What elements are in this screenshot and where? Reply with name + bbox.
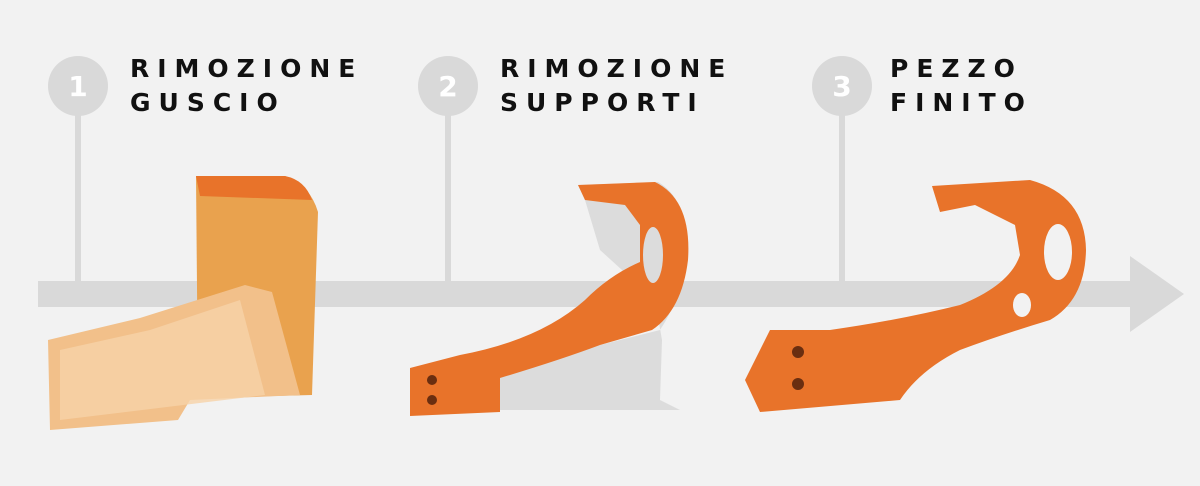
step-2-title: RIMOZIONE SUPPORTI (500, 52, 733, 120)
step-1-badge: 1 (48, 56, 108, 116)
part-with-supports-image (410, 182, 689, 416)
step-2-title-line2: SUPPORTI (500, 88, 705, 117)
step-3-badge: 3 (812, 56, 872, 116)
step-2-badge: 2 (418, 56, 478, 116)
step-1-title-line2: GUSCIO (130, 88, 286, 117)
part-with-shell-image (48, 176, 318, 430)
step-3-connector (839, 100, 845, 282)
step-1-title: RIMOZIONE GUSCIO (130, 52, 363, 120)
step-2-title-line1: RIMOZIONE (500, 54, 734, 83)
step-2-connector (445, 100, 451, 282)
step-3-title: PEZZO FINITO (890, 52, 1033, 120)
step-1-title-line1: RIMOZIONE (130, 54, 364, 83)
finished-part-image (745, 180, 1086, 412)
timeline-arrow-head (1130, 256, 1184, 332)
step-1-connector (75, 100, 81, 282)
step-3-title-line1: PEZZO (890, 54, 1023, 83)
step-3-title-line2: FINITO (890, 88, 1033, 117)
